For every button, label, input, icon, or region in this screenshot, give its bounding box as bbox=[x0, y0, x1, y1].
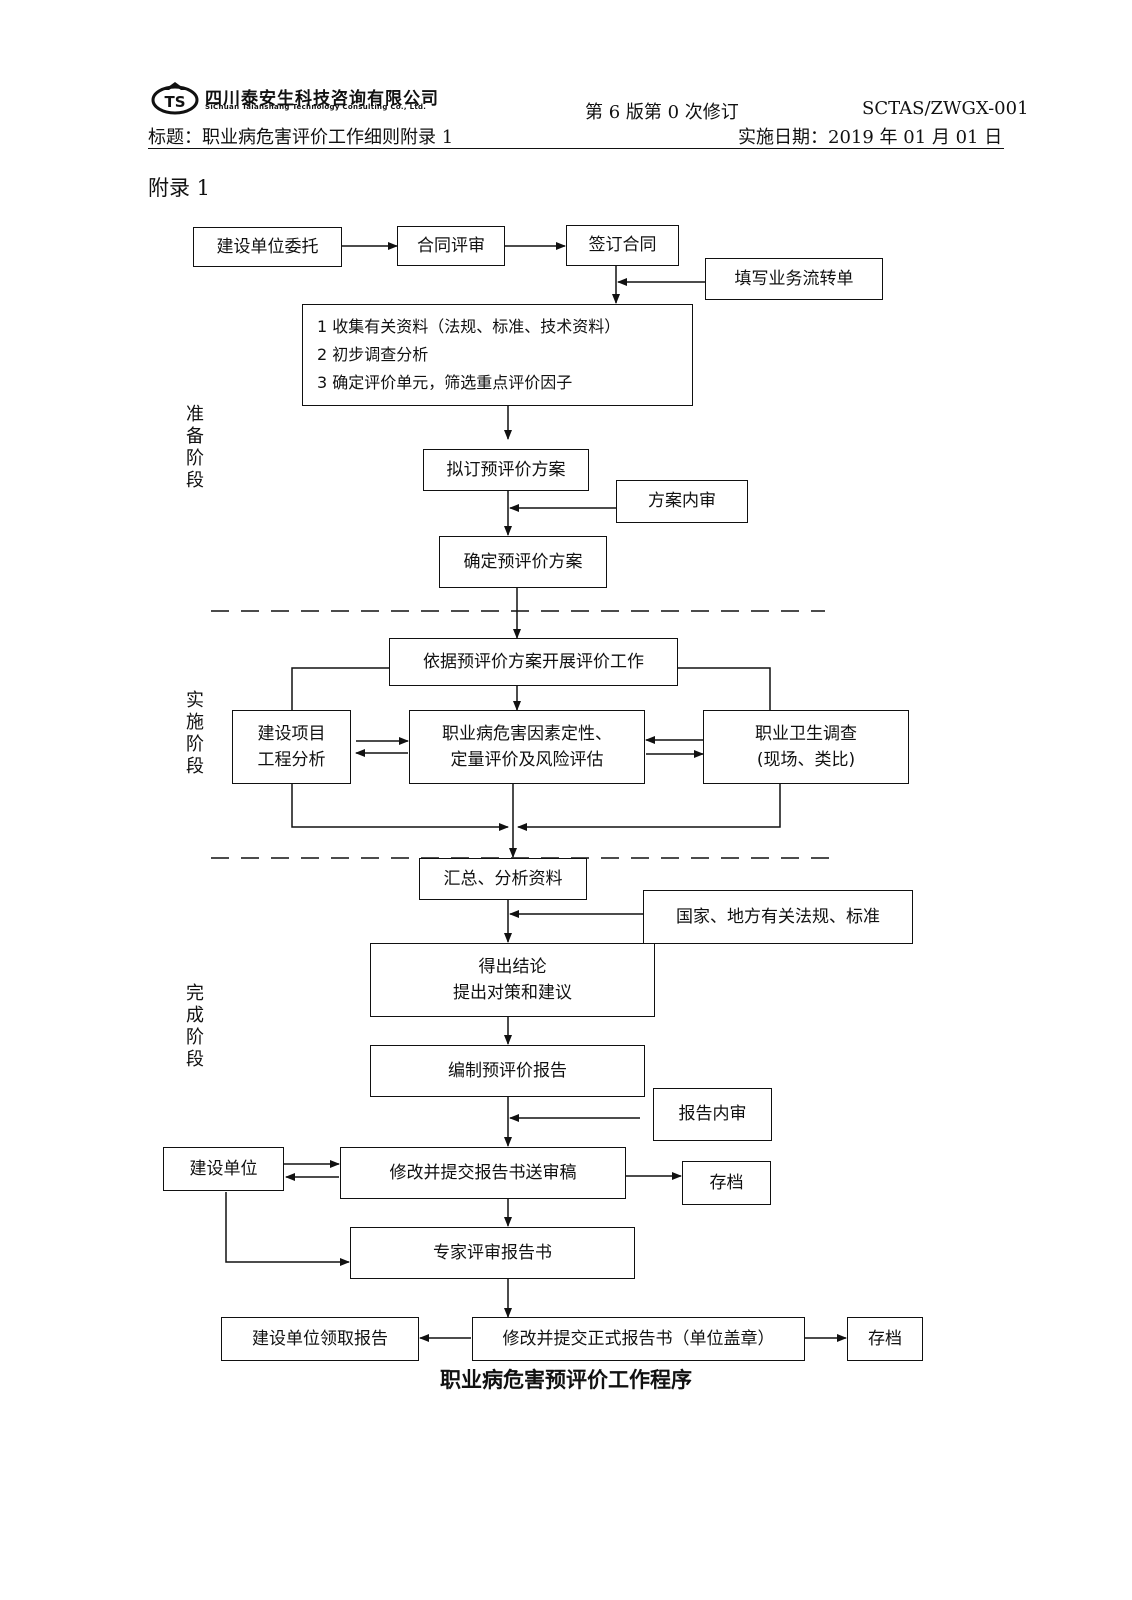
box-client-receive: 建设单位领取报告 bbox=[221, 1317, 419, 1361]
appendix-label: 附录 1 bbox=[148, 176, 211, 200]
box-regulations: 国家、地方有关法规、标准 bbox=[643, 890, 913, 944]
box-contract-review: 合同评审 bbox=[397, 226, 505, 266]
diagram-caption: 职业病危害预评价工作程序 bbox=[440, 1368, 692, 1392]
effective-date: 实施日期：2019 年 01 月 01 日 bbox=[738, 127, 1003, 148]
box-expert-review: 专家评审报告书 bbox=[350, 1227, 635, 1279]
stage-implement: 实施阶段 bbox=[186, 690, 204, 777]
box-report-review: 报告内审 bbox=[653, 1088, 772, 1141]
box-archive-1: 存档 bbox=[682, 1161, 771, 1205]
doc-code: SCTAS/ZWGX-001 bbox=[862, 98, 1029, 119]
stage-prepare: 准备阶段 bbox=[186, 404, 204, 491]
box-plan-review: 方案内审 bbox=[616, 480, 748, 523]
box-final-submit: 修改并提交正式报告书（单位盖章） bbox=[472, 1317, 805, 1361]
company-logo: TS bbox=[151, 82, 199, 115]
company-name: 四川泰安生科技咨询有限公司 bbox=[205, 89, 439, 109]
box-compile-report: 编制预评价报告 bbox=[370, 1045, 645, 1097]
svg-text:TS: TS bbox=[164, 93, 185, 111]
box-hygiene-survey: 职业卫生调查(现场、类比) bbox=[703, 710, 909, 784]
version-label: 第 6 版第 0 次修订 bbox=[585, 102, 739, 123]
doc-title: 标题：职业病危害评价工作细则附录 1 bbox=[148, 127, 454, 148]
box-sign-contract: 签订合同 bbox=[566, 225, 679, 266]
company-name-en: SiChuan Taianshang Technology Consulting… bbox=[205, 103, 427, 111]
box-project-analysis: 建设项目工程分析 bbox=[232, 710, 351, 784]
header-rule bbox=[148, 148, 1004, 149]
box-hazard-evaluation: 职业病危害因素定性、定量评价及风险评估 bbox=[409, 710, 645, 784]
box-client: 建设单位 bbox=[163, 1147, 284, 1191]
box-confirm-plan: 确定预评价方案 bbox=[439, 536, 607, 588]
box-revise-submit: 修改并提交报告书送审稿 bbox=[340, 1147, 626, 1199]
box-fill-form: 填写业务流转单 bbox=[705, 258, 883, 300]
stage-complete: 完成阶段 bbox=[186, 983, 204, 1070]
box-summary: 汇总、分析资料 bbox=[419, 858, 587, 900]
box-draft-plan: 拟订预评价方案 bbox=[423, 449, 589, 491]
box-carry-out: 依据预评价方案开展评价工作 bbox=[389, 638, 678, 686]
box-archive-2: 存档 bbox=[847, 1317, 923, 1361]
box-entrust: 建设单位委托 bbox=[193, 227, 342, 267]
box-conclusion: 得出结论提出对策和建议 bbox=[370, 943, 655, 1017]
